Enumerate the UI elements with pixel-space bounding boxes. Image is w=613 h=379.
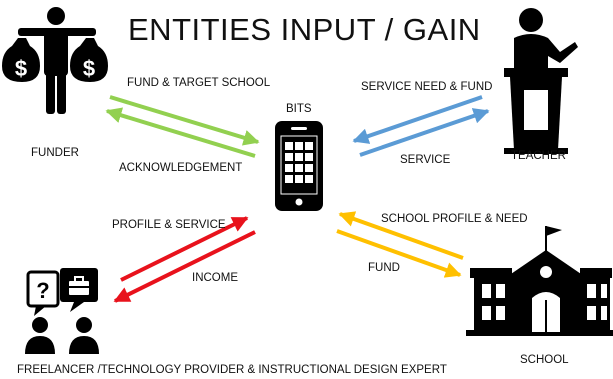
diagram-title: ENTITIES INPUT / GAIN — [128, 12, 481, 47]
bits-to-school-arrow — [336, 229, 462, 278]
freelancers-chat-icon: ? — [25, 268, 99, 354]
flow-label-school-profile-need: SCHOOL PROFILE & NEED — [381, 213, 528, 225]
svg-text:?: ? — [36, 278, 49, 303]
freelancer-to-bits-arrow — [120, 216, 249, 282]
flow-label-service-need-fund: SERVICE NEED & FUND — [361, 81, 493, 93]
entity-label-teacher: TEACHER — [511, 150, 566, 162]
smartphone-icon — [275, 121, 323, 211]
money-bags-person-icon: $ $ — [2, 7, 108, 114]
entity-label-freelancer: FREELANCER /TECHNOLOGY PROVIDER & INSTRU… — [17, 364, 447, 376]
school-building-icon — [466, 226, 613, 336]
flow-label-profile-service: PROFILE & SERVICE — [112, 219, 226, 231]
bits-to-funder-arrow — [105, 107, 256, 158]
flow-label-fund: FUND — [368, 262, 400, 274]
entity-label-funder: FUNDER — [31, 147, 79, 159]
teacher-to-bits-arrow — [352, 95, 483, 144]
svg-text:$: $ — [83, 56, 95, 81]
flow-label-acknowledgement: ACKNOWLEDGEMENT — [119, 162, 243, 174]
flow-label-service: SERVICE — [400, 154, 451, 166]
school-to-bits-arrow — [338, 211, 464, 260]
flow-label-fund-target-school: FUND & TARGET SCHOOL — [127, 77, 271, 89]
flow-label-income: INCOME — [192, 272, 238, 284]
funder-to-bits-arrow — [109, 95, 260, 146]
bits-to-teacher-arrow — [359, 108, 490, 157]
svg-text:$: $ — [15, 56, 27, 81]
entity-label-bits: BITS — [286, 103, 312, 115]
bits-to-freelancer-arrow — [113, 230, 256, 303]
entity-label-school: SCHOOL — [520, 354, 569, 366]
teacher-podium-icon — [504, 8, 578, 154]
